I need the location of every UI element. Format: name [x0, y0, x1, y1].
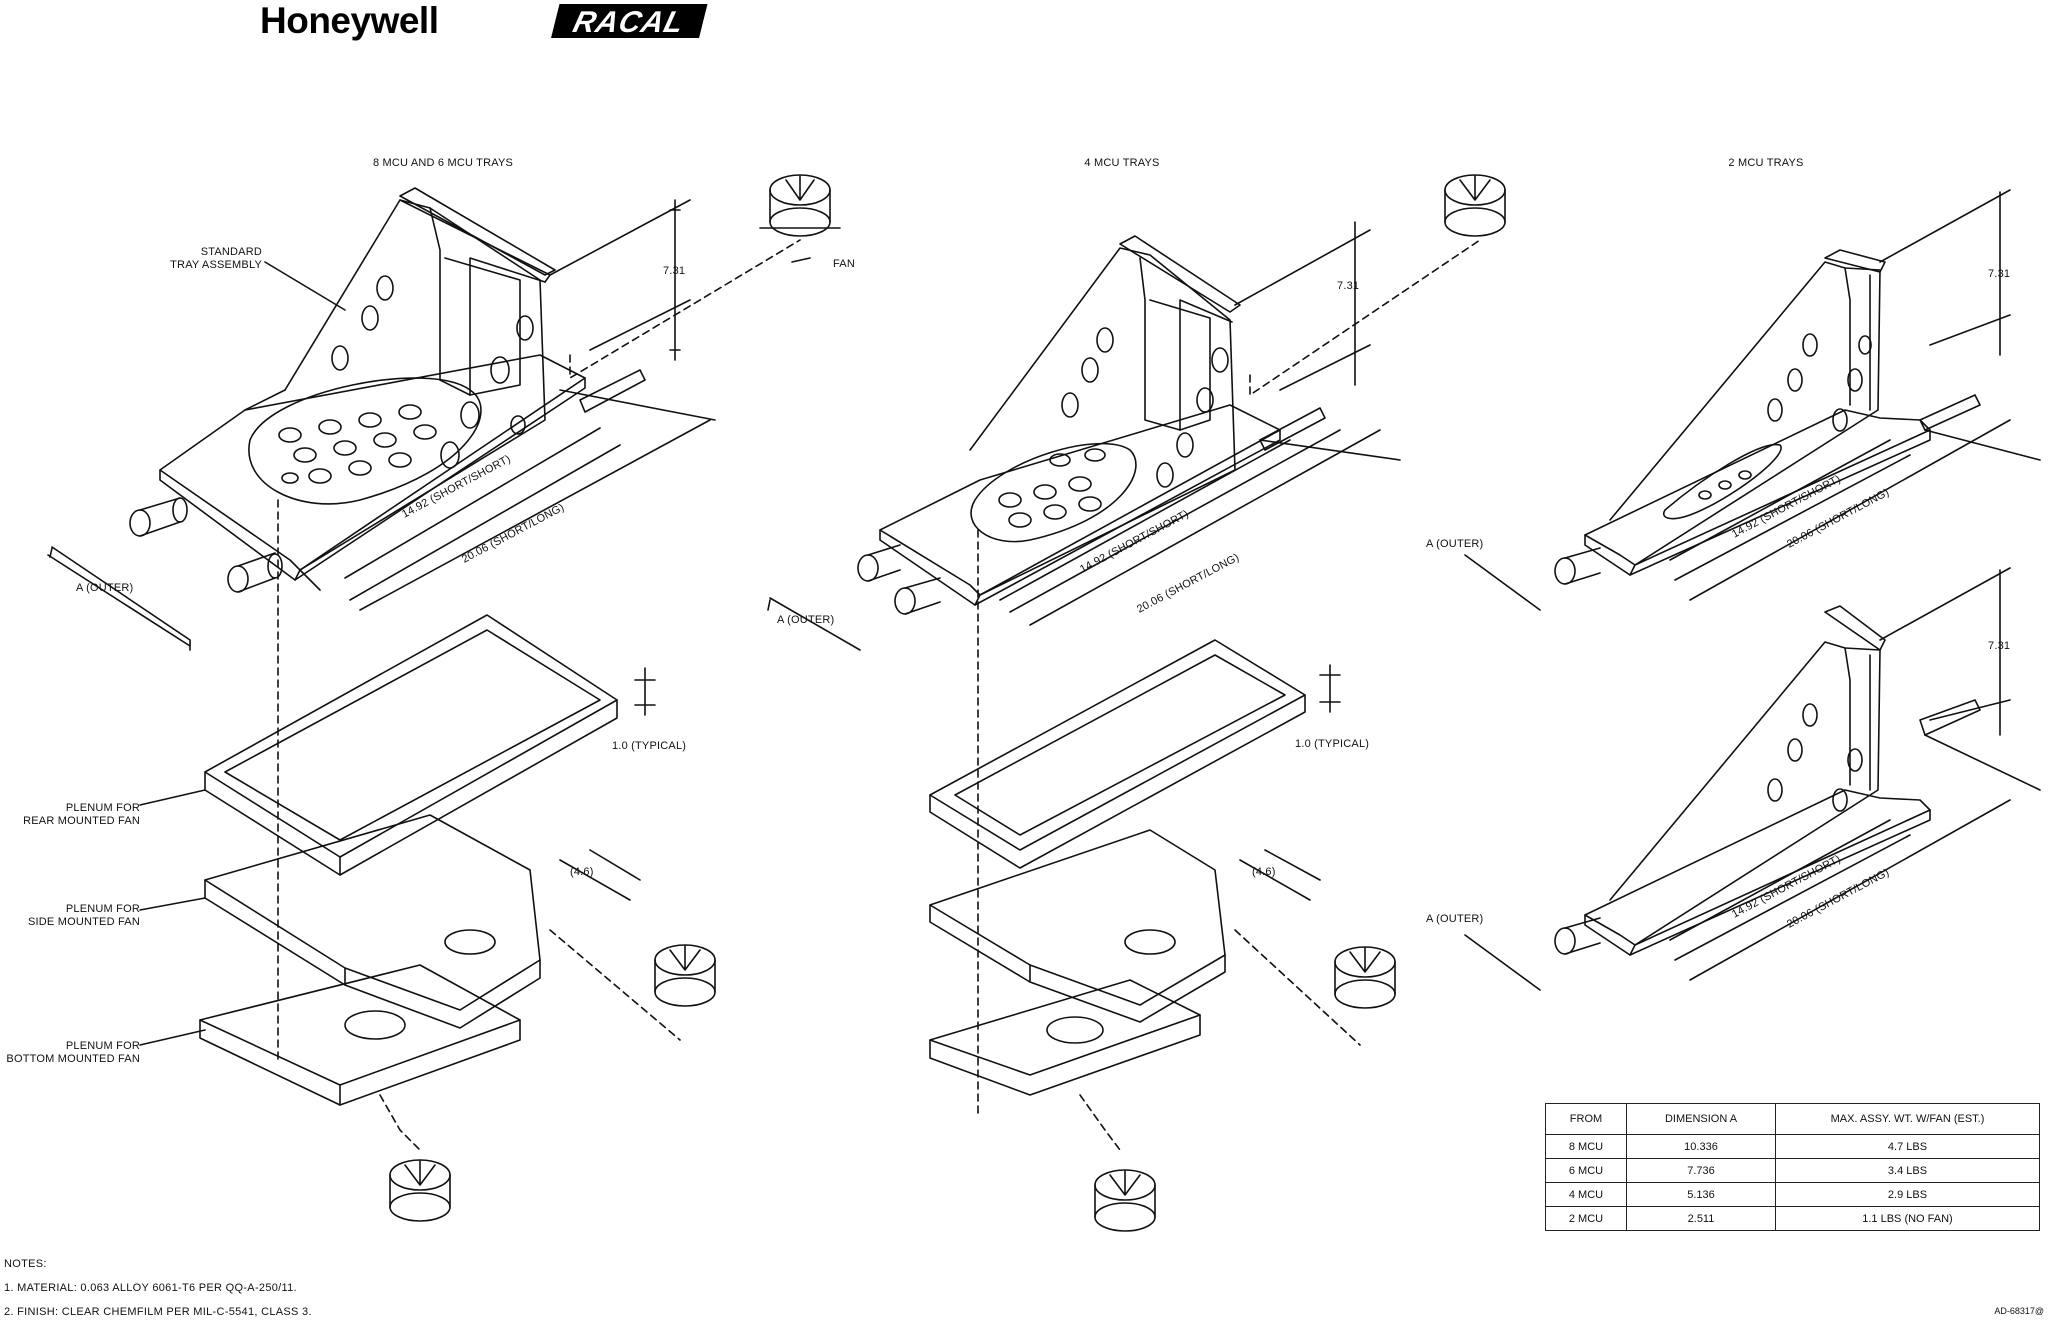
dim-4-6-left: (4.6)	[570, 866, 594, 878]
dim-typical-middle: 1.0 (TYPICAL)	[1295, 738, 1370, 750]
table-header-row: FROM DIMENSION A MAX. ASSY. WT. W/FAN (E…	[1545, 1103, 2040, 1135]
honeywell-logo: Honeywell	[260, 0, 439, 41]
dim-a-outer-right-top: A (OUTER)	[1426, 538, 1484, 550]
fan-icon	[759, 174, 841, 237]
fan-icon	[654, 944, 716, 1007]
plenum-side	[204, 814, 681, 1041]
dim-a-outer-middle: A (OUTER)	[777, 614, 835, 626]
tray-2-mcu-top	[1464, 189, 2041, 611]
note-material: 1. MATERIAL: 0.063 ALLOY 6061-T6 PER QQ-…	[4, 1282, 297, 1294]
label-standard: STANDARD	[200, 246, 262, 258]
label-plenum-bottom-1: PLENUM FOR	[65, 1040, 140, 1052]
table-cell: 10.336	[1626, 1134, 1776, 1159]
plenum-bottom	[199, 964, 521, 1151]
table-row: 8 MCU 10.336 4.7 LBS	[1545, 1134, 2040, 1159]
table-cell: 3.4 LBS	[1775, 1158, 2040, 1183]
table-cell: 2.9 LBS	[1775, 1182, 2040, 1207]
note-finish: 2. FINISH: CLEAR CHEMFILM PER MIL-C-5541…	[4, 1306, 312, 1318]
table-row: 2 MCU 2.511 1.1 LBS (NO FAN)	[1545, 1206, 2040, 1231]
plenum-side	[929, 829, 1361, 1046]
tray-2-mcu-bottom	[1464, 567, 2041, 991]
table-cell: 2 MCU	[1545, 1206, 1627, 1231]
table-row: 4 MCU 5.136 2.9 LBS	[1545, 1182, 2040, 1207]
dim-a-outer-right-bottom: A (OUTER)	[1426, 913, 1484, 925]
dim-a-outer-left: A (OUTER)	[76, 582, 134, 594]
table-cell: 1.1 LBS (NO FAN)	[1775, 1206, 2040, 1231]
label-plenum-rear-1: PLENUM FOR	[65, 802, 140, 814]
section-title-8-6-mcu: 8 MCU AND 6 MCU TRAYS	[372, 157, 514, 169]
table-row: 6 MCU 7.736 3.4 LBS	[1545, 1158, 2040, 1183]
plenum-bottom	[929, 979, 1201, 1151]
label-plenum-bottom-2: BOTTOM MOUNTED FAN	[6, 1053, 140, 1065]
plenum-rear	[929, 639, 1341, 869]
racal-logo: RACAL	[551, 4, 708, 39]
table-cell: 2.511	[1626, 1206, 1776, 1231]
plate-holes	[278, 404, 437, 484]
fan-icon	[389, 1159, 451, 1222]
table-cell: 7.736	[1626, 1158, 1776, 1183]
svg-text:RACAL: RACAL	[570, 5, 688, 38]
dim-7-31-right-top: 7.31	[1988, 268, 2011, 280]
mounting-knob-icon	[129, 497, 283, 593]
label-plenum-side-2: SIDE MOUNTED FAN	[28, 916, 140, 928]
section-title-2-mcu: 2 MCU TRAYS	[1728, 157, 1804, 169]
table-header: FROM	[1545, 1103, 1627, 1135]
dim-typical-left: 1.0 (TYPICAL)	[612, 740, 687, 752]
table-cell: 6 MCU	[1545, 1158, 1627, 1183]
dim-4-6-middle: (4.6)	[1252, 866, 1276, 878]
fan-icon	[1444, 174, 1506, 237]
table-cell: 5.136	[1626, 1182, 1776, 1207]
label-plenum-rear-2: REAR MOUNTED FAN	[23, 815, 140, 827]
fan-icon	[1094, 1169, 1156, 1232]
dim-7-31-middle: 7.31	[1337, 280, 1360, 292]
table-header: DIMENSION A	[1626, 1103, 1776, 1135]
label-fan: FAN	[833, 258, 855, 270]
label-tray-assembly: TRAY ASSEMBLY	[170, 259, 262, 271]
table-cell: 8 MCU	[1545, 1134, 1627, 1159]
dim-7-31-right-bottom: 7.31	[1988, 640, 2011, 652]
tray-8-6-mcu	[47, 187, 801, 1061]
label-plenum-side-1: PLENUM FOR	[65, 903, 140, 915]
fan-icon	[1334, 946, 1396, 1009]
dimension-weight-table: FROM DIMENSION A MAX. ASSY. WT. W/FAN (E…	[1545, 1103, 2040, 1231]
notes-heading: NOTES:	[4, 1258, 47, 1270]
dim-7-31-left: 7.31	[663, 265, 686, 277]
table-cell: 4.7 LBS	[1775, 1134, 2040, 1159]
table-header: MAX. ASSY. WT. W/FAN (EST.)	[1775, 1103, 2040, 1135]
tray-4-mcu	[767, 221, 1481, 1116]
table-cell: 4 MCU	[1545, 1182, 1627, 1207]
plenum-rear	[204, 614, 656, 876]
section-title-4-mcu: 4 MCU TRAYS	[1084, 157, 1160, 169]
drawing-number: AD-68317@	[1994, 1306, 2044, 1316]
